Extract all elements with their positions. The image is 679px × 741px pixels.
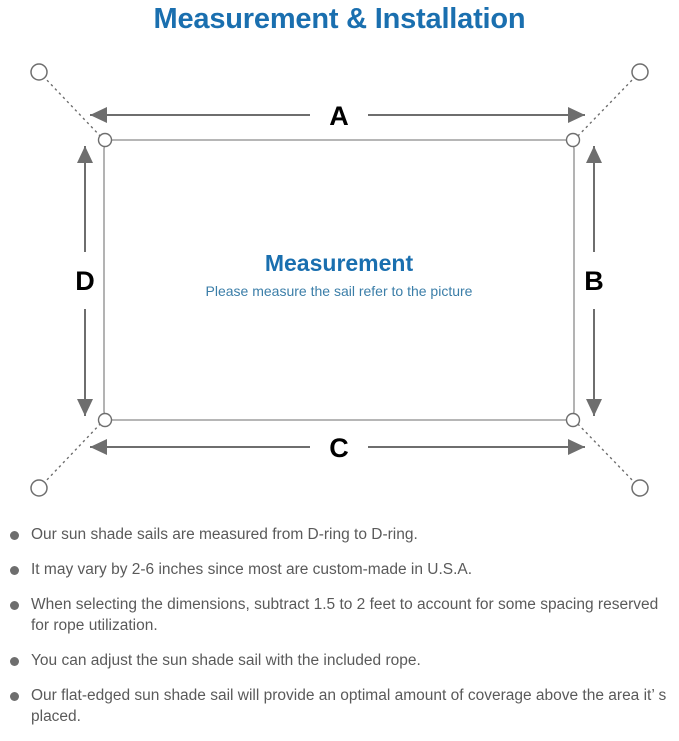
diagram-center-heading: Measurement	[265, 250, 414, 276]
bullet-icon	[10, 531, 19, 540]
dimension-d-label: D	[75, 266, 95, 296]
d-rings	[97, 132, 581, 428]
dimension-b-label: B	[584, 266, 604, 296]
dimension-d: D	[75, 146, 95, 416]
note-text: It may vary by 2-6 inches since most are…	[31, 561, 473, 578]
note-text: Our flat-edged sun shade sail will provi…	[31, 687, 667, 725]
d-ring-bottom-right-icon	[565, 412, 581, 428]
list-item: When selecting the dimensions, subtract …	[0, 594, 679, 636]
anchor-bottom-left-icon	[30, 479, 48, 497]
dimension-c: C	[90, 433, 585, 463]
d-ring-bottom-left-icon	[97, 412, 113, 428]
list-item: You can adjust the sun shade sail with t…	[0, 650, 679, 671]
dimension-b: B	[584, 146, 604, 416]
anchor-top-right-icon	[631, 63, 649, 81]
note-text: You can adjust the sun shade sail with t…	[31, 652, 421, 669]
list-item: Our flat-edged sun shade sail will provi…	[0, 685, 679, 727]
bullet-icon	[10, 692, 19, 701]
dimension-a-label: A	[329, 101, 349, 131]
dimension-a: A	[90, 101, 585, 131]
note-text: When selecting the dimensions, subtract …	[31, 596, 659, 634]
anchor-points	[30, 63, 649, 497]
rope-top-right	[573, 75, 637, 141]
shade-sail-body	[103, 139, 575, 421]
list-item: Our sun shade sails are measured from D-…	[0, 524, 679, 545]
bullet-icon	[10, 657, 19, 666]
d-ring-top-right-icon	[565, 132, 581, 148]
notes-list: Our sun shade sails are measured from D-…	[0, 524, 679, 741]
rope-bottom-left	[42, 419, 105, 485]
list-item: It may vary by 2-6 inches since most are…	[0, 559, 679, 580]
bullet-icon	[10, 601, 19, 610]
d-ring-top-left-icon	[97, 132, 113, 148]
anchor-bottom-right-icon	[631, 479, 649, 497]
anchor-top-left-icon	[30, 63, 48, 81]
page-title: Measurement & Installation	[153, 3, 526, 35]
bullet-icon	[10, 566, 19, 575]
rope-top-left	[42, 75, 105, 141]
note-text: Our sun shade sails are measured from D-…	[31, 526, 418, 543]
dimension-c-label: C	[329, 433, 349, 463]
sail-measurement-diagram: A C D B Measurement Please me	[0, 44, 679, 514]
diagram-center-subheading: Please measure the sail refer to the pic…	[206, 283, 473, 299]
rope-bottom-right	[573, 419, 637, 485]
